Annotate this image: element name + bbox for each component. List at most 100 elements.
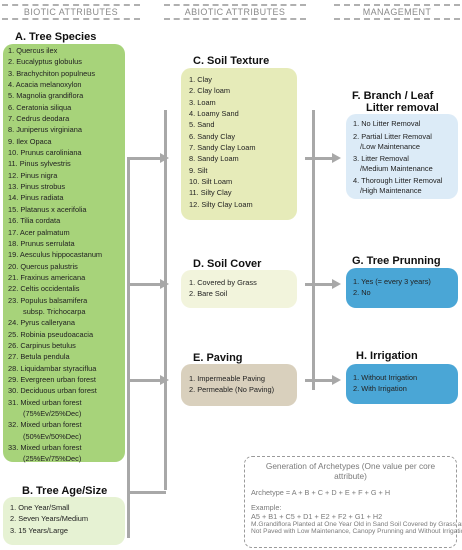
arrow-head-icon [332, 375, 341, 385]
soil-texture-item: 7. Sandy Clay Loam [189, 143, 256, 153]
irrigation-item: 2. With Irrigation [353, 384, 407, 394]
soil-cover-list: 1. Covered by Grass 2. Bare Soil [189, 277, 257, 300]
tree-species-item: 29. Evergreen urban forest [8, 374, 96, 384]
litter-item-sub: /High Maintenance [360, 185, 422, 195]
tree-species-item: 18. Prunus serrulata [8, 238, 75, 248]
irrigation-title: H. Irrigation [356, 350, 418, 362]
pruning-title: G. Tree Prunning [352, 255, 441, 267]
tree-species-item: 32. Mixed urban forest [8, 420, 82, 430]
tree-species-item: 12. Pinus nigra [8, 170, 58, 180]
tree-species-item: 5. Magnolia grandiflora [8, 91, 84, 101]
tree-species-item: (25%Ev/75%Dec) [23, 454, 82, 464]
tree-species-item: 23. Populus balsamifera [8, 295, 88, 305]
litter-item: 2. Partial Litter Removal [353, 132, 432, 142]
connector-to-soil-texture [127, 157, 163, 160]
tree-species-item: 30. Deciduous urban forest [8, 386, 97, 396]
tree-species-item: subsp. Trichocarpa [23, 306, 86, 316]
tree-species-item: 13. Pinus strobus [8, 182, 66, 192]
litter-list: 1. No Litter Removal 2. Partial Litter R… [353, 118, 442, 195]
tree-species-item: (50%Ev/50%Dec) [23, 431, 82, 441]
tree-species-item: 31. Mixed urban forest [8, 397, 82, 407]
litter-title-line2: Litter removal [366, 102, 439, 114]
tree-species-box [3, 44, 125, 462]
tree-species-item: 20. Quercus palustris [8, 261, 78, 271]
tree-species-item: 3. Brachychiton populneus [8, 68, 96, 78]
tree-age-box [3, 497, 125, 545]
paving-item: 1. Impermeable Paving [189, 374, 265, 383]
soil-texture-item: 6. Sandy Clay [189, 131, 236, 141]
litter-item: 1. No Litter Removal [353, 119, 421, 128]
arrow-head-icon [160, 153, 169, 163]
connector-to-litter [305, 157, 335, 160]
litter-item: 3. Litter Removal [353, 154, 409, 164]
soil-cover-item: 2. Bare Soil [189, 289, 228, 299]
soil-texture-item: 8. Sandy Loam [189, 154, 239, 164]
generation-example-label: Example: [251, 503, 282, 512]
management-header: MANAGEMENT [334, 4, 460, 20]
connector-to-paving [127, 379, 163, 382]
generation-heading: Generation of Archetypes (One value per … [265, 461, 436, 481]
paving-title: E. Paving [193, 352, 243, 364]
soil-texture-item: 1. Clay [189, 75, 213, 84]
tree-species-item: 25. Robinia pseudoacacia [8, 329, 94, 339]
connector-mid-vertical [164, 110, 167, 490]
tree-species-item: 21. Fraxinus americana [8, 272, 86, 282]
soil-cover-item: 1. Covered by Grass [189, 278, 257, 287]
tree-species-item: 11. Pinus sylvestris [8, 159, 71, 169]
soil-cover-box [181, 270, 297, 308]
tree-species-item: 27. Betula pendula [8, 352, 70, 362]
connector-to-soil-cover [127, 283, 163, 286]
litter-title: F. Branch / Leaf [352, 90, 434, 102]
tree-species-item: (75%Ev/25%Dec) [23, 409, 82, 418]
connector-to-pruning [305, 283, 335, 286]
tree-species-item: 16. Tilia cordata [8, 216, 61, 226]
irrigation-list: 1. Without Irrigation 2. With Irrigation [353, 372, 417, 395]
litter-item-sub: /Medium Maintenance [360, 163, 433, 173]
arrow-head-icon [160, 375, 169, 385]
pruning-item: 1. Yes (= every 3 years) [353, 277, 431, 286]
abiotic-header: ABIOTIC ATTRIBUTES [164, 4, 306, 20]
connector-main-vertical [127, 158, 130, 538]
litter-box [346, 114, 458, 199]
soil-texture-title: C. Soil Texture [193, 55, 270, 67]
arrow-head-icon [160, 279, 169, 289]
tree-species-item: 10. Prunus caroliniana [8, 148, 82, 158]
paving-list: 1. Impermeable Paving 2. Permeable (No P… [189, 373, 274, 396]
tree-species-item: 6. Ceratonia siliqua [8, 102, 72, 112]
archetype-generation-box: Generation of Archetypes (One value per … [244, 456, 462, 548]
soil-texture-item: 4. Loamy Sand [189, 109, 239, 119]
tree-species-item: 17. Acer palmatum [8, 227, 70, 237]
soil-texture-item: 3. Loam [189, 97, 216, 107]
tree-species-title: A. Tree Species [15, 31, 97, 43]
tree-species-item: 33. Mixed urban forest [8, 443, 82, 453]
tree-age-item: 1. One Year/Small [10, 503, 70, 512]
generation-example-text: M.Grandiflora Planted at One Year Old in… [251, 521, 462, 528]
arrow-head-icon [332, 153, 341, 163]
soil-texture-item: 12. Silty Clay Loam [189, 199, 253, 209]
soil-cover-title: D. Soil Cover [193, 258, 262, 270]
tree-species-item: 28. Liquidambar styraciflua [8, 363, 97, 373]
tree-species-item: 15. Platanus x acerifolia [8, 204, 87, 214]
tree-species-item: 14. Pinus radiata [8, 193, 64, 203]
tree-species-item: 1. Quercus ilex [8, 46, 58, 55]
tree-age-item: 2. Seven Years/Medium [10, 514, 89, 524]
tree-species-item: 9. Ilex Opaca [8, 136, 52, 146]
tree-species-item: 26. Carpinus betulus [8, 340, 76, 350]
generation-example-code: A5 + B1 + C5 + D1 + E2 + F2 + G1 + H2 [251, 512, 383, 521]
arrow-head-icon [332, 279, 341, 289]
irrigation-box [346, 364, 458, 404]
connector-right-vertical [312, 110, 315, 390]
paving-item: 2. Permeable (No Paving) [189, 385, 275, 395]
tree-species-item: 4. Acacia melanoxylon [8, 80, 82, 90]
pruning-list: 1. Yes (= every 3 years) 2. No [353, 276, 431, 299]
tree-species-item: 22. Celtis occidentalis [8, 284, 80, 294]
tree-species-item: 7. Cedrus deodara [8, 114, 70, 124]
biotic-header: BIOTIC ATTRIBUTES [2, 4, 140, 20]
connector-to-age [128, 491, 166, 494]
soil-texture-item: 5. Sand [189, 120, 215, 130]
tree-species-item: 8. Juniperus virginiana [8, 125, 82, 135]
soil-texture-item: 11. Silty Clay [189, 188, 232, 198]
irrigation-item: 1. Without Irrigation [353, 373, 418, 382]
